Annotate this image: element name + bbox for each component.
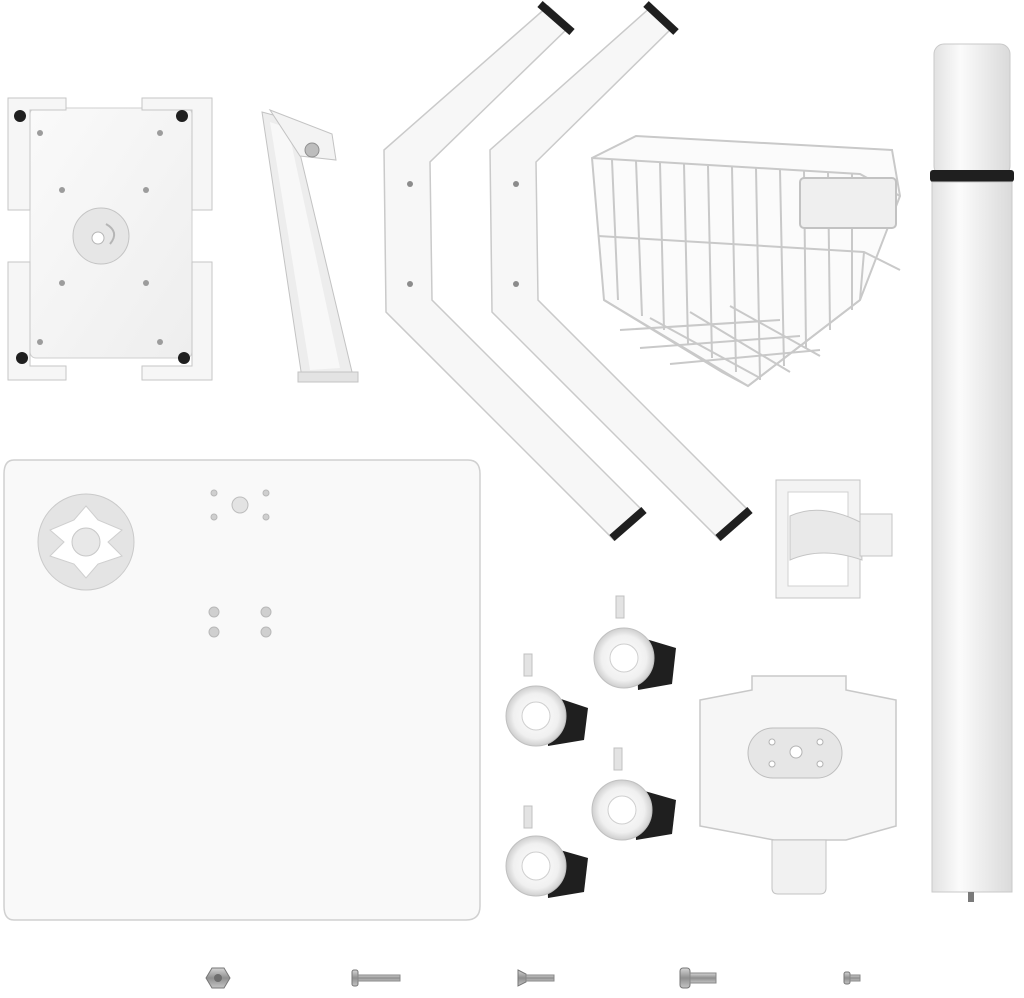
caster-wheel-1 bbox=[593, 595, 676, 690]
vertical-support-pole bbox=[930, 43, 1014, 902]
tray-mounting-plate bbox=[3, 459, 481, 921]
pole-mount-plate bbox=[699, 675, 897, 895]
tablet-enclosure-frame bbox=[7, 97, 213, 381]
caster-wheels bbox=[505, 595, 676, 898]
caster-wheel-2 bbox=[505, 653, 588, 747]
angled-base-leg-left bbox=[383, 0, 647, 542]
caster-wheel-3 bbox=[591, 747, 676, 841]
basket-pole-clamp bbox=[775, 479, 893, 599]
tilt-bracket-arm bbox=[261, 108, 359, 383]
hex-nut bbox=[205, 967, 231, 989]
caster-wheel-4 bbox=[505, 805, 588, 898]
countersunk-screw bbox=[517, 969, 555, 987]
hardware-screws bbox=[205, 967, 861, 989]
bolt-screw bbox=[679, 967, 717, 989]
short-screw bbox=[843, 971, 861, 985]
wire-storage-basket bbox=[590, 134, 902, 388]
angled-base-leg-right bbox=[489, 1, 753, 542]
long-screw bbox=[351, 969, 401, 987]
